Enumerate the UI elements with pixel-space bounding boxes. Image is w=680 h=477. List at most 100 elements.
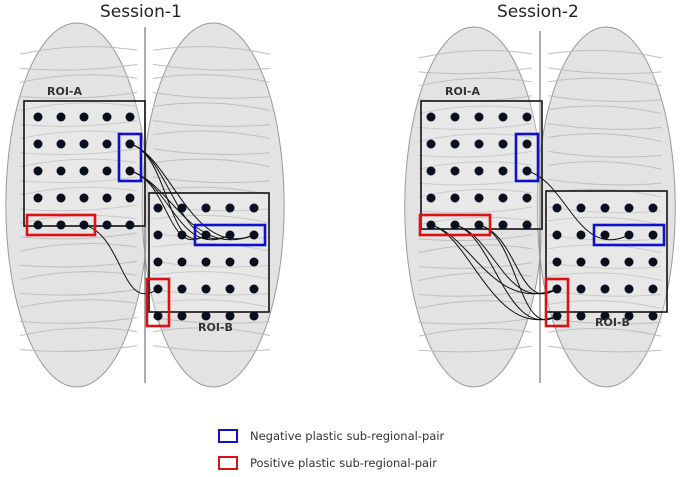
roi-a-node <box>56 193 66 203</box>
brain-gyrus <box>418 105 533 115</box>
roi-a-node <box>426 112 436 122</box>
brain-gyrus <box>152 102 271 112</box>
roi-b-node <box>600 284 610 294</box>
brain-gyrus <box>547 95 662 103</box>
roi-b-node <box>576 203 586 213</box>
roi-a-node <box>33 112 43 122</box>
roi-a-node <box>79 112 89 122</box>
roi-a-node <box>33 139 43 149</box>
roi-b-node <box>225 230 235 240</box>
brain-gyrus <box>19 120 138 127</box>
session-2-title: Session-2 <box>497 2 579 22</box>
brain-gyrus <box>418 317 533 325</box>
roi-a-node <box>102 112 112 122</box>
legend-negative: Negative plastic sub-regional-pair <box>218 429 444 443</box>
brain-gyrus <box>19 148 138 156</box>
roi-a-node <box>79 193 89 203</box>
roi-b-node <box>552 257 562 267</box>
roi-b-node <box>153 257 163 267</box>
brain-gyrus <box>547 300 662 309</box>
roi-a-node <box>450 166 460 176</box>
brain-gyrus <box>418 328 533 337</box>
brain-gyrus <box>19 243 138 252</box>
roi-b-node <box>600 203 610 213</box>
brain-gyrus <box>19 46 138 55</box>
roi-a-node <box>125 220 135 230</box>
brain-gyrus <box>418 49 533 59</box>
brain-gyrus <box>547 150 662 158</box>
roi-a-node <box>498 139 508 149</box>
brain-gyrus <box>418 67 533 75</box>
roi-b-node <box>153 284 163 294</box>
roi-b-node <box>177 284 187 294</box>
roi-a-node <box>33 220 43 230</box>
roi-b-node <box>600 257 610 267</box>
brain-hemisphere <box>141 22 285 388</box>
brain-gyrus <box>547 67 662 75</box>
roi-b-node <box>177 257 187 267</box>
roi-b-node <box>624 257 634 267</box>
roi-b-node <box>225 203 235 213</box>
roi-b-label: ROI-B <box>198 321 233 334</box>
roi-b-node <box>153 311 163 321</box>
brain-gyrus <box>418 133 533 142</box>
positive-pair-box <box>25 213 97 237</box>
brain-gyrus <box>152 345 271 352</box>
roi-b-node <box>576 230 586 240</box>
brain-gyrus <box>547 216 662 226</box>
roi-a-node <box>450 193 460 203</box>
brain-gyrus <box>547 161 662 170</box>
roi-b-node <box>552 203 562 213</box>
brain-gyrus <box>418 206 533 214</box>
roi-b-node <box>624 311 634 321</box>
roi-b-node <box>576 284 586 294</box>
brain-gyrus <box>418 123 533 130</box>
roi-a-node <box>56 166 66 176</box>
roi-a-node <box>498 193 508 203</box>
roi-b-node <box>249 230 259 240</box>
negative-pair-box <box>193 223 267 247</box>
roi-b-node <box>552 284 562 294</box>
roi-b-node <box>201 203 211 213</box>
brain-gyrus <box>19 74 138 83</box>
brain-gyrus <box>19 176 138 184</box>
brain-gyrus <box>19 158 138 168</box>
roi-a-node <box>450 139 460 149</box>
roi-b-node <box>225 257 235 267</box>
roi-a-node <box>498 166 508 176</box>
brain-gyrus <box>418 150 533 158</box>
positive-pair-box <box>418 213 492 237</box>
brain-gyrus <box>152 74 271 83</box>
roi-a-node <box>79 166 89 176</box>
positive-pair-box <box>145 277 171 328</box>
brain-gyrus <box>547 317 662 325</box>
roi-b-node <box>624 203 634 213</box>
roi-a-node <box>102 220 112 230</box>
roi-b-node <box>201 257 211 267</box>
brain-gyrus <box>547 328 662 337</box>
roi-a-node <box>474 112 484 122</box>
roi-a-node <box>125 139 135 149</box>
brain-gyrus <box>547 133 662 142</box>
roi-a-node <box>522 112 532 122</box>
roi-a-node <box>522 220 532 230</box>
roi-b-node <box>624 284 634 294</box>
roi-a-node <box>125 193 135 203</box>
roi-b-label: ROI-B <box>595 316 630 329</box>
brain-gyrus <box>19 232 138 240</box>
brain-gyrus <box>418 77 533 87</box>
roi-a-node <box>102 166 112 176</box>
brain-gyrus <box>152 46 271 55</box>
roi-b-node <box>600 230 610 240</box>
roi-a-node <box>125 166 135 176</box>
positive-pair-box <box>544 277 570 328</box>
roi-b-node <box>648 311 658 321</box>
brain-gyrus <box>19 345 138 352</box>
brain-gyrus <box>152 91 271 99</box>
roi-a-node <box>79 220 89 230</box>
connection-line <box>430 224 558 321</box>
roi-b-node <box>624 230 634 240</box>
brain-gyrus <box>547 272 662 282</box>
